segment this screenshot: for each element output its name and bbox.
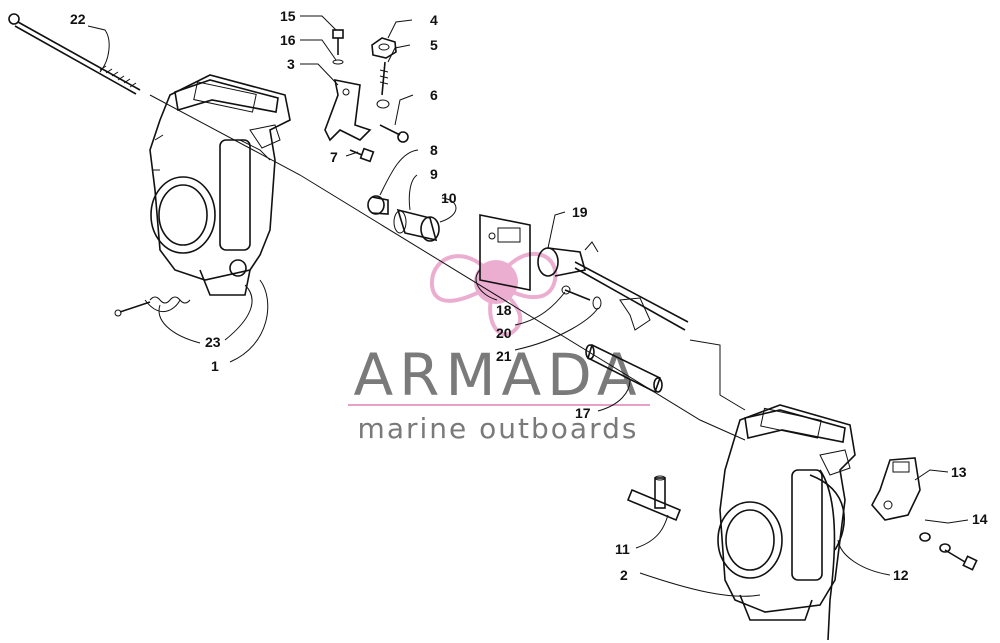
callout-15: 15 [280, 8, 296, 24]
part-3-bracket [324, 78, 372, 142]
part-5-stud [376, 61, 390, 109]
part-12-cable [809, 474, 846, 551]
part-1-carburetor-left [149, 74, 291, 296]
callout-3: 3 [287, 56, 295, 72]
part-9-boot [393, 208, 440, 242]
callout-8: 8 [430, 142, 438, 158]
part-11-fitting [626, 475, 682, 522]
watermark-tagline: marine outboards [358, 412, 639, 445]
callout-19: 19 [572, 204, 588, 220]
part-21-washer [592, 296, 602, 310]
callout-9: 9 [430, 166, 438, 182]
callout-1: 1 [211, 358, 219, 374]
callout-23: 23 [205, 334, 221, 350]
part-2-carburetor-right [717, 404, 856, 641]
callout-21: 21 [496, 348, 512, 364]
callout-11: 11 [615, 541, 630, 557]
callout-12: 12 [893, 567, 909, 583]
callout-16: 16 [280, 32, 296, 48]
watermark: ARMADA marine outboards [348, 251, 650, 445]
callout-10: 10 [441, 190, 457, 206]
assembly-axis [149, 94, 746, 441]
callout-13: 13 [951, 464, 967, 480]
part-20-screw [561, 285, 591, 301]
callouts: 22 15 16 3 4 5 6 7 8 9 10 19 18 20 21 17… [70, 8, 988, 583]
callout-7: 7 [330, 149, 338, 165]
callout-18: 18 [496, 302, 512, 318]
callout-20: 20 [496, 325, 512, 341]
propeller-logo-icon [429, 251, 558, 337]
part-19-throttle-shaft [537, 241, 689, 331]
part-15-screw [332, 29, 344, 55]
callout-22: 22 [70, 11, 86, 27]
part-6-screw [379, 124, 409, 143]
callout-14: 14 [972, 511, 988, 527]
callout-17: 17 [575, 405, 591, 421]
part-7-screw [349, 147, 375, 163]
part-4-nut [371, 37, 397, 59]
part-8-collar [367, 195, 389, 215]
part-18-plate [479, 214, 531, 291]
part-14-screws [919, 532, 978, 571]
part-16-lockwasher [332, 59, 344, 65]
part-17-tube [585, 343, 663, 394]
part-13-sensor [871, 457, 921, 521]
leader-lines [87, 15, 969, 597]
callout-4: 4 [430, 12, 438, 28]
callout-6: 6 [430, 87, 438, 103]
part-23-adjust-screw [114, 296, 191, 317]
callout-2: 2 [620, 567, 628, 583]
callout-5: 5 [430, 37, 438, 53]
